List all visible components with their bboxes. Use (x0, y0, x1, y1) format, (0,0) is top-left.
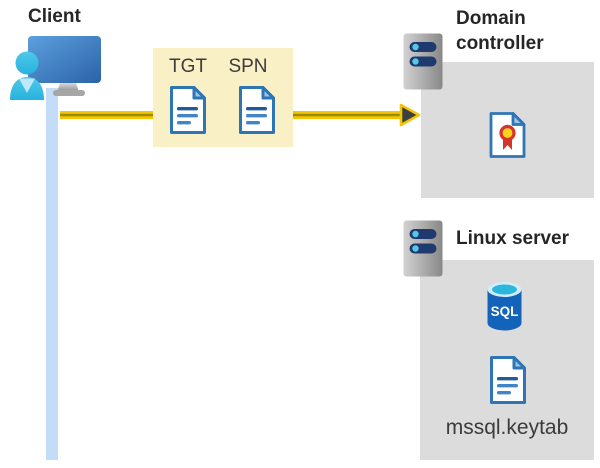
monitor-icon (28, 36, 101, 96)
client-label: Client (28, 6, 81, 27)
domain-controller-label: Domain controller (456, 6, 544, 56)
domain-controller-label-line2: controller (456, 33, 544, 54)
sql-icon-label: SQL (491, 304, 519, 319)
spn-document-icon (239, 86, 275, 134)
certificate-icon (489, 112, 526, 158)
client-icon (10, 36, 101, 100)
user-icon (10, 51, 44, 100)
keytab-filename-label: mssql.keytab (445, 416, 569, 439)
linux-server-icon (403, 220, 443, 277)
client-timeline-line (46, 88, 58, 460)
sql-database-icon: SQL (487, 282, 522, 331)
spn-label: SPN (228, 56, 268, 77)
domain-controller-server-icon (403, 33, 443, 90)
tgt-document-icon (170, 86, 206, 134)
arrowhead-icon (399, 103, 421, 127)
domain-controller-label-line1: Domain (456, 8, 526, 29)
linux-server-label: Linux server (456, 228, 569, 249)
tgt-label: TGT (169, 56, 207, 77)
keytab-document-icon (490, 356, 526, 404)
